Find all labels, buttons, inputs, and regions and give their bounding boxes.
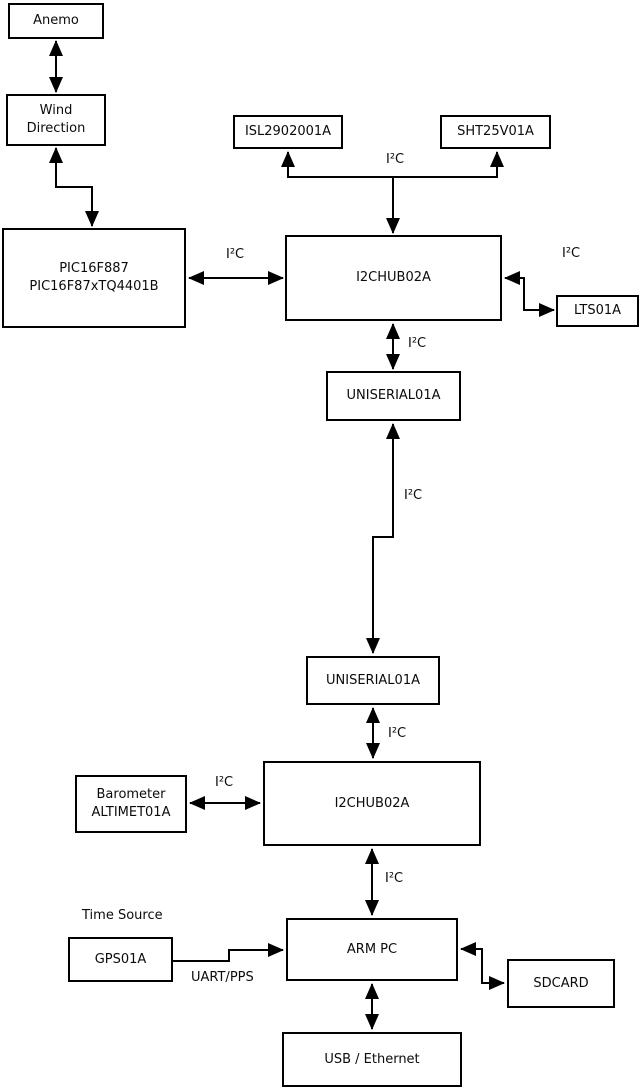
node-uniserial01a-top: UNISERIAL01A [326, 371, 461, 421]
edge-label-uart-pps: UART/PPS [191, 970, 254, 985]
node-sht25v01a: SHT25V01A [440, 115, 551, 149]
node-lts01a: LTS01A [556, 295, 639, 327]
edge-label-i2c-uniserial-hub: I²C [388, 726, 407, 741]
node-lts01a-label: LTS01A [573, 303, 622, 319]
node-arm-pc: ARM PC [286, 918, 458, 981]
node-uniserial01a-bottom: UNISERIAL01A [306, 656, 440, 705]
node-anemo: Anemo [8, 3, 104, 39]
node-arm-pc-label: ARM PC [346, 941, 398, 957]
edge-label-i2c-pic-hub: I²C [226, 247, 245, 262]
node-uniserial01a-bottom-label: UNISERIAL01A [326, 672, 420, 688]
edge-winddirection-pic [49, 147, 99, 227]
node-uniserial01a-top-label: UNISERIAL01A [346, 388, 441, 404]
node-sht25v01a-label: SHT25V01A [457, 124, 534, 140]
node-pic16f887-label: PIC16F887 PIC16F87xTQ4401B [29, 261, 159, 294]
node-barometer-altimet01a: Barometer ALTIMET01A [75, 775, 187, 833]
node-i2chub02a-top: I2CHUB02A [285, 235, 502, 321]
node-usb-ethernet-label: USB / Ethernet [324, 1051, 420, 1067]
edge-label-i2c-barometer: I²C [215, 775, 234, 790]
edge-gps-armpc [173, 943, 284, 962]
node-sdcard-label: SDCARD [533, 975, 589, 991]
node-gps01a-label: GPS01A [94, 951, 147, 967]
edge-label-i2c-hub-lts: I²C [562, 246, 581, 261]
edge-label-i2c-hub-armpc: I²C [385, 871, 404, 886]
edge-armpc-sdcard [460, 942, 505, 990]
node-usb-ethernet: USB / Ethernet [282, 1032, 462, 1087]
edge-label-i2c-sensor-bus: I²C [386, 152, 405, 167]
node-i2chub02a-bottom: I2CHUB02A [263, 761, 481, 846]
node-i2chub02a-bottom-label: I2CHUB02A [334, 795, 410, 811]
node-isl2902001a-label: ISL2902001A [244, 124, 332, 140]
edge-i2chub-lts [504, 271, 555, 317]
node-i2chub02a-top-label: I2CHUB02A [356, 270, 431, 286]
node-wind-direction: Wind Direction [6, 94, 106, 146]
node-sdcard: SDCARD [507, 959, 615, 1008]
edge-label-i2c-uniserial-link: I²C [404, 488, 423, 503]
node-isl2902001a: ISL2902001A [233, 115, 343, 149]
node-pic16f887: PIC16F887 PIC16F87xTQ4401B [2, 228, 186, 328]
edge-label-i2c-hub-uniserial: I²C [408, 336, 427, 351]
label-time-source: Time Source [82, 908, 163, 923]
edge-uniserial-uniserial [366, 423, 400, 654]
node-gps01a: GPS01A [68, 937, 173, 982]
node-wind-direction-label: Wind Direction [26, 103, 86, 136]
node-anemo-label: Anemo [33, 13, 79, 29]
node-barometer-altimet01a-label: Barometer ALTIMET01A [91, 787, 171, 820]
